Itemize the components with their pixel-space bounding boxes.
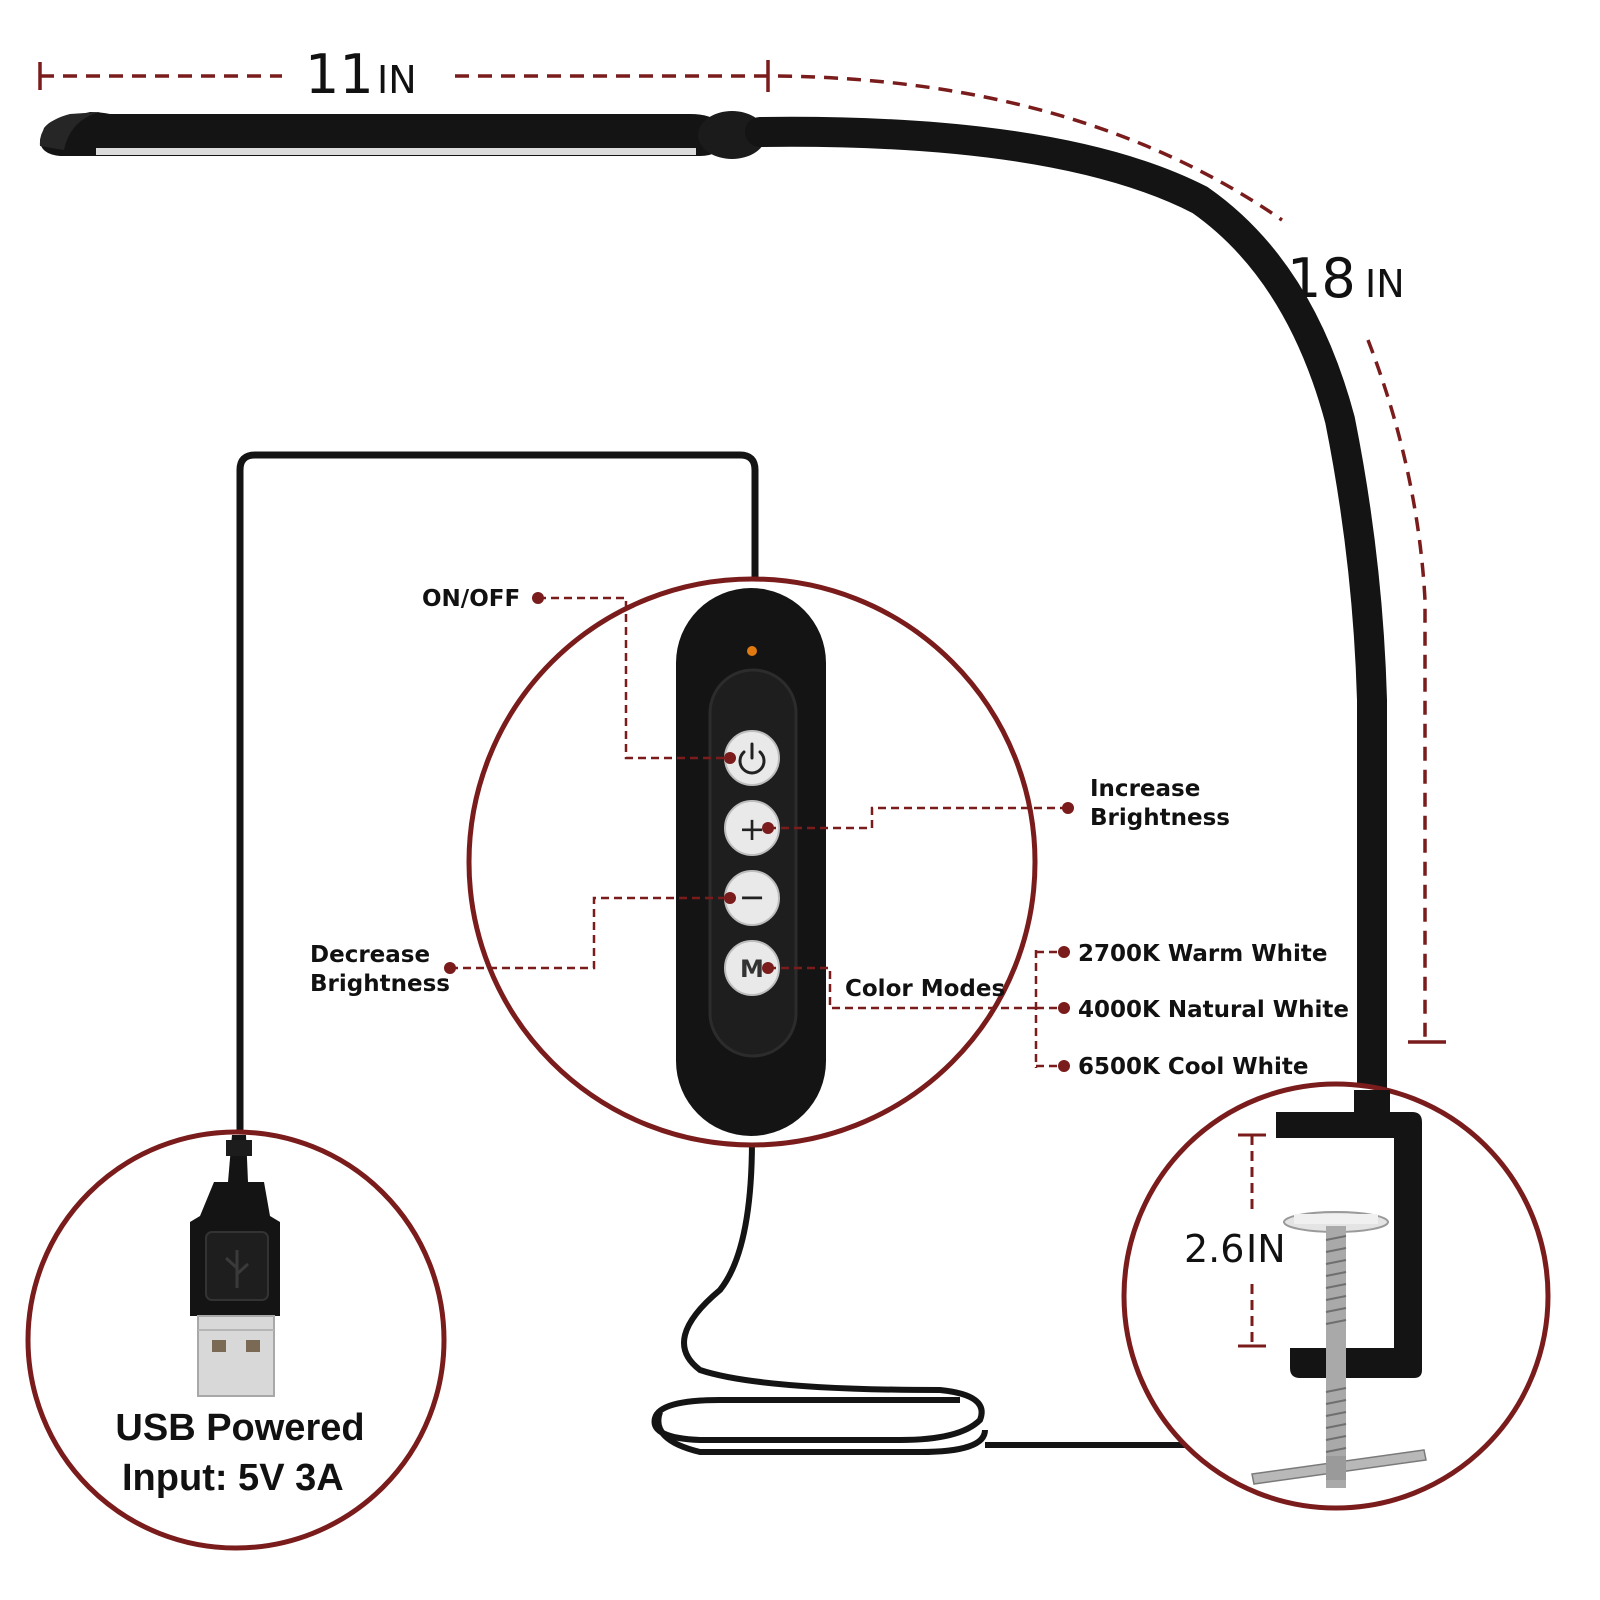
color-mode-button[interactable]: M	[724, 940, 780, 996]
color-mode-2700k: 2700K Warm White	[1078, 941, 1327, 967]
increase-brightness-label-line1: Increase	[1090, 776, 1200, 802]
arm-length-dimension	[777, 74, 1446, 1044]
arm-length-unit: IN	[1365, 262, 1405, 306]
inline-controller	[676, 588, 826, 1136]
head-length-value: 11	[305, 43, 374, 106]
mode-glyph: M	[740, 955, 764, 983]
on-off-label: ON/OFF	[422, 586, 520, 612]
power-icon	[738, 742, 766, 775]
decrease-brightness-label-line1: Decrease	[310, 942, 430, 968]
power-cable-coil	[651, 1139, 1215, 1455]
increase-brightness-button[interactable]: +	[724, 800, 780, 856]
plus-glyph: +	[739, 810, 766, 848]
clamp-opening-dimension	[1238, 1133, 1266, 1348]
status-led	[747, 646, 757, 656]
power-cable-upper	[236, 451, 759, 1130]
callout-leaders	[450, 596, 1068, 1068]
minus-glyph: −	[739, 878, 766, 916]
usb-input-label: Input: 5V 3A	[122, 1457, 344, 1499]
gooseneck-arm	[745, 116, 1387, 1125]
increase-brightness-label-line2: Brightness	[1090, 805, 1230, 831]
head-length-unit: IN	[377, 58, 417, 102]
color-mode-6500k: 6500K Cool White	[1078, 1054, 1308, 1080]
clamp-icon	[1251, 1090, 1427, 1488]
decrease-brightness-label-line2: Brightness	[310, 971, 450, 997]
color-modes-label: Color Modes	[845, 976, 1005, 1002]
lamp-head	[39, 111, 766, 159]
usb-plug-icon	[190, 1135, 280, 1397]
clamp-opening-label: 2.6	[1184, 1227, 1244, 1271]
callout-dots	[444, 592, 1074, 1072]
clamp-opening-unit: IN	[1246, 1227, 1286, 1271]
usb-powered-label: USB Powered	[115, 1407, 364, 1449]
color-mode-4000k: 4000K Natural White	[1078, 997, 1349, 1023]
head-length-dimension	[38, 60, 770, 92]
